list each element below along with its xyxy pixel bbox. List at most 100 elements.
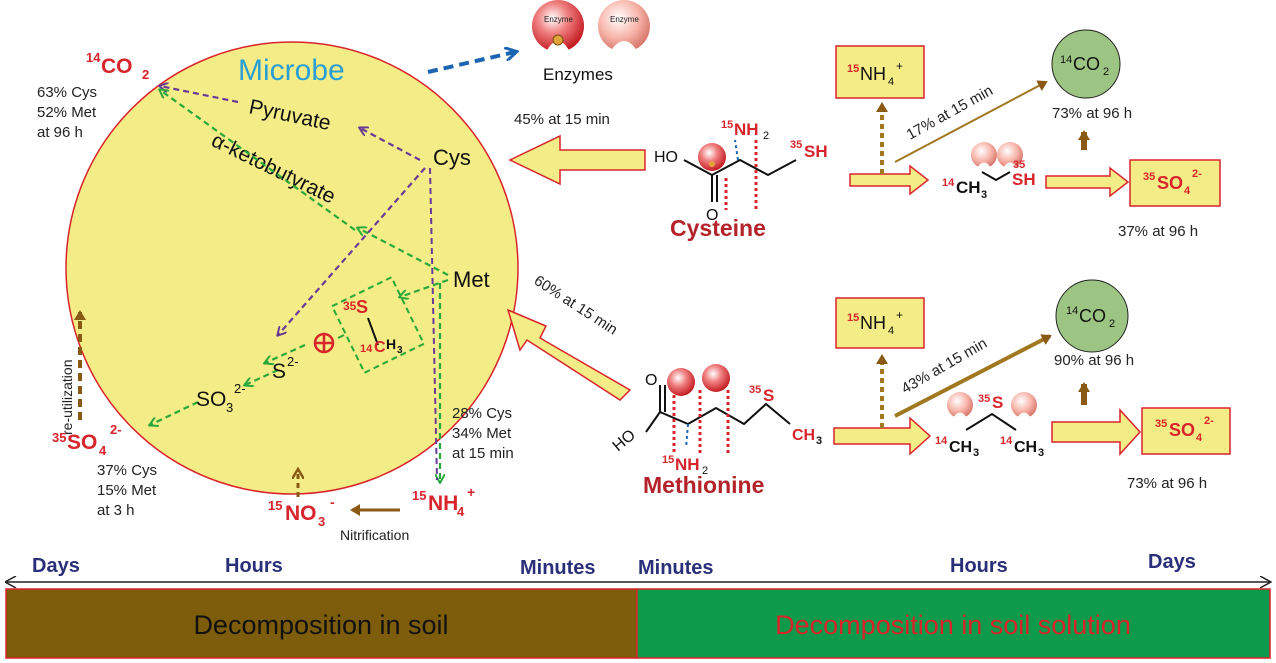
met-label: Met bbox=[453, 267, 490, 292]
cysteine-so4-sub: 4 bbox=[1184, 185, 1191, 197]
methionine-so4-sub: 4 bbox=[1196, 432, 1203, 444]
cysteine-structure bbox=[683, 158, 797, 202]
cysteine-so4-final: 37% at 96 h bbox=[1118, 223, 1198, 240]
cysteine-fragment-enzyme-icon-2 bbox=[997, 142, 1023, 168]
methionine-ho: HO bbox=[610, 427, 639, 455]
methionine-nh4-box bbox=[835, 297, 925, 349]
methionine-co2-final: 90% at 96 h bbox=[1054, 352, 1134, 369]
cysteine-n-sub: 2 bbox=[763, 130, 769, 142]
timeline-right-minutes: Minutes bbox=[638, 557, 714, 579]
methionine-frag-s: S bbox=[992, 393, 1003, 412]
methionine-so4-sup: 35 bbox=[1155, 418, 1167, 430]
enzyme-icon-active bbox=[532, 0, 584, 52]
methionine-solution-arrow bbox=[833, 416, 932, 456]
methionine-uptake-arrow bbox=[506, 308, 632, 401]
soil-decomposition-bar bbox=[5, 588, 638, 659]
methionine-nh4-sub: 4 bbox=[888, 325, 894, 337]
cysteine-frag-ch3-sub: 3 bbox=[981, 189, 987, 201]
oxidation-to-sulfide-arrow bbox=[265, 343, 306, 363]
timeline-left-minutes: Minutes bbox=[520, 557, 596, 579]
left-so4: SO bbox=[67, 431, 97, 454]
cysteine-nh4-sup: 15 bbox=[847, 63, 859, 75]
left-so4-stat-1: 37% Cys bbox=[97, 462, 157, 479]
cysteine-co2-circle bbox=[1051, 29, 1121, 99]
solution-decomposition-bar bbox=[636, 588, 1271, 659]
cysteine-co2: CO bbox=[1073, 54, 1100, 74]
timeline-left-hours: Hours bbox=[225, 555, 283, 577]
nitrate-sub: 3 bbox=[318, 514, 325, 529]
methionine-co2-circle bbox=[1055, 279, 1129, 353]
cysteine-so4: SO bbox=[1157, 173, 1183, 193]
methionine-frag-c1-sub: 3 bbox=[973, 447, 979, 459]
methylthio-s35-sup: 35 bbox=[343, 299, 357, 313]
cysteine-co2-sub: 2 bbox=[1103, 66, 1109, 78]
methionine-s: S bbox=[763, 386, 774, 405]
methionine-sulfate-arrow bbox=[1051, 408, 1142, 456]
methionine-frag-c2-sub: 3 bbox=[1038, 447, 1044, 459]
nitrate: NO bbox=[285, 502, 317, 525]
pyruvate-to-co2-arrow bbox=[160, 86, 239, 104]
methylthio-c14: C bbox=[374, 339, 386, 356]
enzymes-label: Enzymes bbox=[543, 65, 613, 84]
methionine-name: Methionine bbox=[643, 472, 764, 498]
cysteine-frag-ch3: CH bbox=[956, 178, 981, 197]
nitrate-charge: - bbox=[330, 494, 335, 510]
cys-to-sulfide-arrow bbox=[278, 167, 426, 335]
methionine-fragment-enzyme-icon-2 bbox=[1011, 392, 1037, 418]
left-co2-sub: 2 bbox=[142, 67, 149, 82]
enzyme-icon-inactive bbox=[598, 0, 650, 52]
left-nh4: NH bbox=[428, 492, 458, 515]
cysteine-ho: HO bbox=[654, 149, 678, 166]
methionine-n-sub: 2 bbox=[702, 465, 708, 477]
methionine-fragment-enzyme-icon-1 bbox=[947, 392, 973, 418]
cysteine-frag-ch3-sup: 14 bbox=[942, 177, 955, 189]
left-nh4-sup: 15 bbox=[412, 488, 426, 503]
left-nh4-charge: + bbox=[467, 484, 475, 500]
enzyme-text-1: Enzyme bbox=[544, 15, 573, 24]
methionine-co2-arrow bbox=[894, 334, 1052, 418]
timeline-right-hours: Hours bbox=[950, 555, 1008, 577]
sulfide-charge: 2- bbox=[287, 354, 299, 369]
methylthio-h: H bbox=[386, 336, 396, 352]
cys-to-pyruvate-arrow bbox=[360, 128, 421, 161]
methylthio-link bbox=[337, 334, 345, 339]
methionine-frag-s-sup: 35 bbox=[978, 393, 990, 405]
methylthio-bond bbox=[367, 317, 379, 346]
nh4-stat-2: 34% Met bbox=[452, 425, 512, 442]
cysteine-frag-sh-sup: 35 bbox=[1013, 159, 1025, 171]
nitrification-label: Nitrification bbox=[340, 527, 409, 543]
methionine-so4-charge: 2- bbox=[1204, 415, 1214, 427]
methionine-so4-final: 73% at 96 h bbox=[1127, 475, 1207, 492]
methionine-fragment-bond bbox=[965, 412, 1017, 431]
methionine-so4-box bbox=[1141, 407, 1231, 455]
cysteine-nh4-box bbox=[835, 45, 925, 99]
methionine-co2-sup: 14 bbox=[1066, 305, 1078, 317]
sulfide-to-sulfite-arrow bbox=[245, 368, 279, 385]
methionine-ch3-sub: 3 bbox=[816, 435, 822, 447]
cysteine-solution-arrow bbox=[849, 164, 930, 196]
methionine-frag-c2-sup: 14 bbox=[1000, 435, 1013, 447]
cysteine-so4-charge: 2- bbox=[1192, 168, 1202, 180]
solution-decomposition-label: Decomposition in soil solution bbox=[775, 610, 1131, 640]
methionine-co2-sub: 2 bbox=[1109, 318, 1115, 330]
cysteine-co2-final: 73% at 96 h bbox=[1052, 105, 1132, 122]
methionine-nh4-charge: + bbox=[896, 308, 903, 322]
methionine-amine-bond bbox=[685, 423, 689, 449]
timeline-left-days: Days bbox=[32, 555, 80, 577]
reutilization-label: re-utilization bbox=[59, 360, 75, 435]
cysteine-nh4-sub: 4 bbox=[888, 76, 894, 88]
cysteine-amine-bond bbox=[734, 139, 739, 161]
left-so4-stat-2: 15% Met bbox=[97, 482, 157, 499]
enzyme-text-2: Enzyme bbox=[610, 15, 639, 24]
left-so4-sub: 4 bbox=[99, 443, 107, 458]
methionine-o: O bbox=[645, 372, 657, 389]
cysteine-sh-sup: 35 bbox=[790, 139, 802, 151]
ketobutyrate-to-co2-arrow bbox=[160, 90, 356, 231]
cysteine-so4-sup: 35 bbox=[1143, 171, 1155, 183]
left-nh4-sub: 4 bbox=[457, 504, 465, 519]
methylthio-c14-sup: 14 bbox=[360, 343, 373, 355]
met-to-ketobutyrate-arrow bbox=[358, 228, 449, 276]
methionine-nh4: NH bbox=[860, 313, 886, 333]
cys-label: Cys bbox=[433, 145, 471, 170]
